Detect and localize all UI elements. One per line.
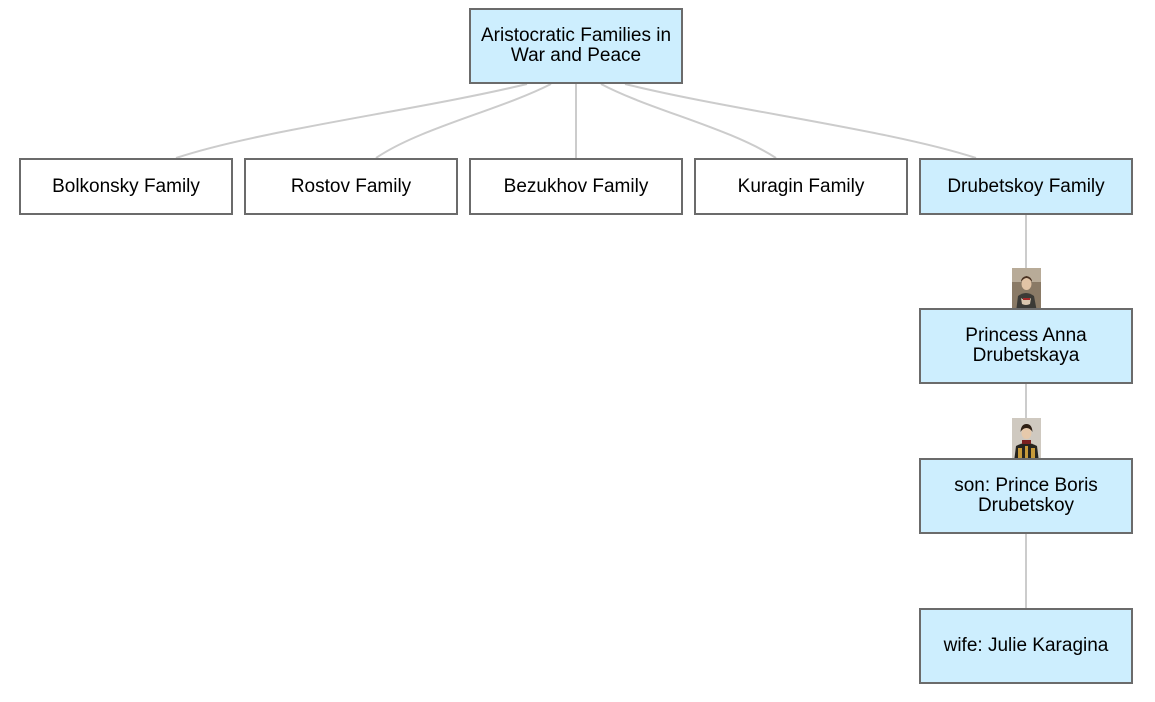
family-node-kuragin[interactable]: Kuragin Family [694, 158, 908, 215]
family-node-drubetskoy[interactable]: Drubetskoy Family [919, 158, 1133, 215]
link-root-kuragin [600, 83, 777, 159]
member-label: son: Prince Boris Drubetskoy [954, 475, 1098, 516]
family-node-rostov[interactable]: Rostov Family [244, 158, 458, 215]
family-node-bolkonsky[interactable]: Bolkonsky Family [19, 158, 233, 215]
family-node-bezukhov[interactable]: Bezukhov Family [469, 158, 683, 215]
family-label: Drubetskoy Family [947, 175, 1105, 197]
family-label: Bezukhov Family [503, 175, 649, 197]
member-node-anna[interactable]: Princess Anna Drubetskaya [919, 308, 1133, 384]
link-root-rostov [375, 83, 552, 159]
link-root-drubetskoy [624, 83, 977, 159]
member-node-julie[interactable]: wife: Julie Karagina [919, 608, 1133, 684]
member-label: Princess Anna Drubetskaya [965, 325, 1087, 366]
member-label: wife: Julie Karagina [943, 635, 1109, 656]
military-officer-portrait-icon [1012, 418, 1041, 462]
root-node[interactable]: Aristocratic Families in War and Peace [469, 8, 683, 84]
family-label: Kuragin Family [737, 175, 865, 197]
family-label: Bolkonsky Family [52, 175, 200, 197]
root-label: Aristocratic Families in War and Peace [480, 25, 672, 66]
link-root-bolkonsky [175, 83, 528, 159]
woman-portrait-icon [1012, 268, 1041, 312]
member-node-boris[interactable]: son: Prince Boris Drubetskoy [919, 458, 1133, 534]
family-label: Rostov Family [290, 175, 412, 197]
